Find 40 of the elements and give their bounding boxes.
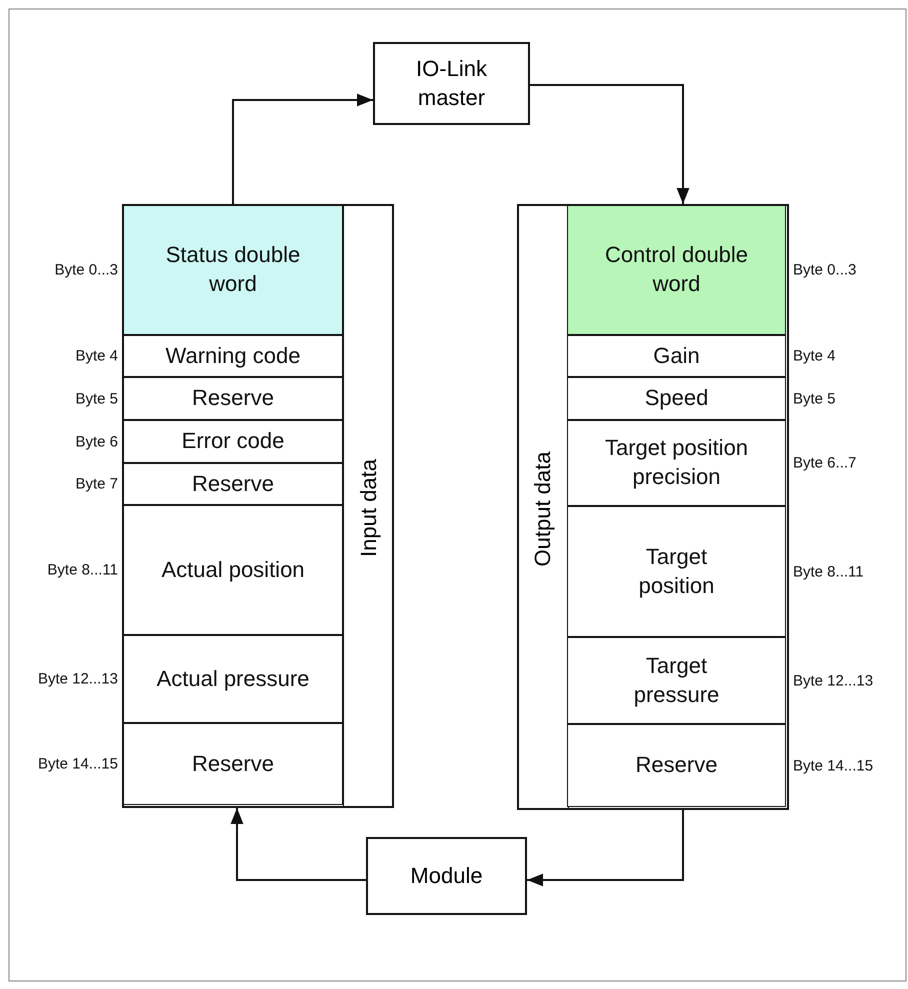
field-name: Actual position bbox=[160, 556, 306, 584]
byte-range-label: Byte 14...15 bbox=[38, 754, 118, 774]
byte-range-label: Byte 12...13 bbox=[38, 669, 118, 689]
byte-range-label: Byte 4 bbox=[793, 346, 836, 366]
byte-range-label: Byte 6 bbox=[75, 432, 118, 452]
arrow bbox=[530, 84, 690, 204]
byte-range-label: Byte 7 bbox=[75, 474, 118, 494]
box-label: IO-Link master bbox=[415, 54, 488, 112]
field-name: Actual pressure bbox=[156, 664, 310, 693]
byte-range-label: Byte 4 bbox=[75, 346, 118, 366]
byte-range-label: Byte 5 bbox=[75, 388, 118, 408]
field-name: Reserve bbox=[634, 751, 718, 780]
byte-range-label: Byte 0...3 bbox=[793, 260, 856, 280]
process-box bbox=[373, 42, 530, 125]
byte-range-label: Byte 6...7 bbox=[793, 453, 856, 473]
field-name: Target pressure bbox=[632, 652, 720, 709]
arrow bbox=[527, 810, 684, 886]
byte-range-label: Byte 0...3 bbox=[54, 260, 118, 280]
arrow bbox=[230, 808, 366, 881]
arrow bbox=[232, 94, 373, 204]
field-name: Target position precision bbox=[604, 434, 750, 491]
field-name: Reserve bbox=[191, 470, 275, 498]
field-name: Target position bbox=[638, 542, 716, 600]
panel-label: Input data bbox=[356, 459, 382, 557]
field-name: Control double word bbox=[604, 241, 750, 298]
field-name: Reserve bbox=[191, 384, 275, 412]
field-name: Warning code bbox=[164, 342, 302, 370]
byte-range-label: Byte 8...11 bbox=[47, 560, 118, 580]
field-name: Error code bbox=[180, 427, 286, 456]
panel-label: Output data bbox=[530, 452, 556, 566]
process-box bbox=[366, 837, 527, 915]
byte-range-label: Byte 12...13 bbox=[793, 670, 874, 690]
field-name: Status double word bbox=[164, 241, 302, 298]
byte-range-label: Byte 5 bbox=[793, 388, 836, 408]
field-name: Gain bbox=[652, 342, 701, 370]
box-label: Module bbox=[409, 862, 484, 890]
field-name: Speed bbox=[644, 384, 710, 412]
byte-range-label: Byte 8...11 bbox=[793, 562, 864, 582]
field-name: Reserve bbox=[191, 750, 275, 778]
byte-range-label: Byte 14...15 bbox=[793, 756, 874, 776]
